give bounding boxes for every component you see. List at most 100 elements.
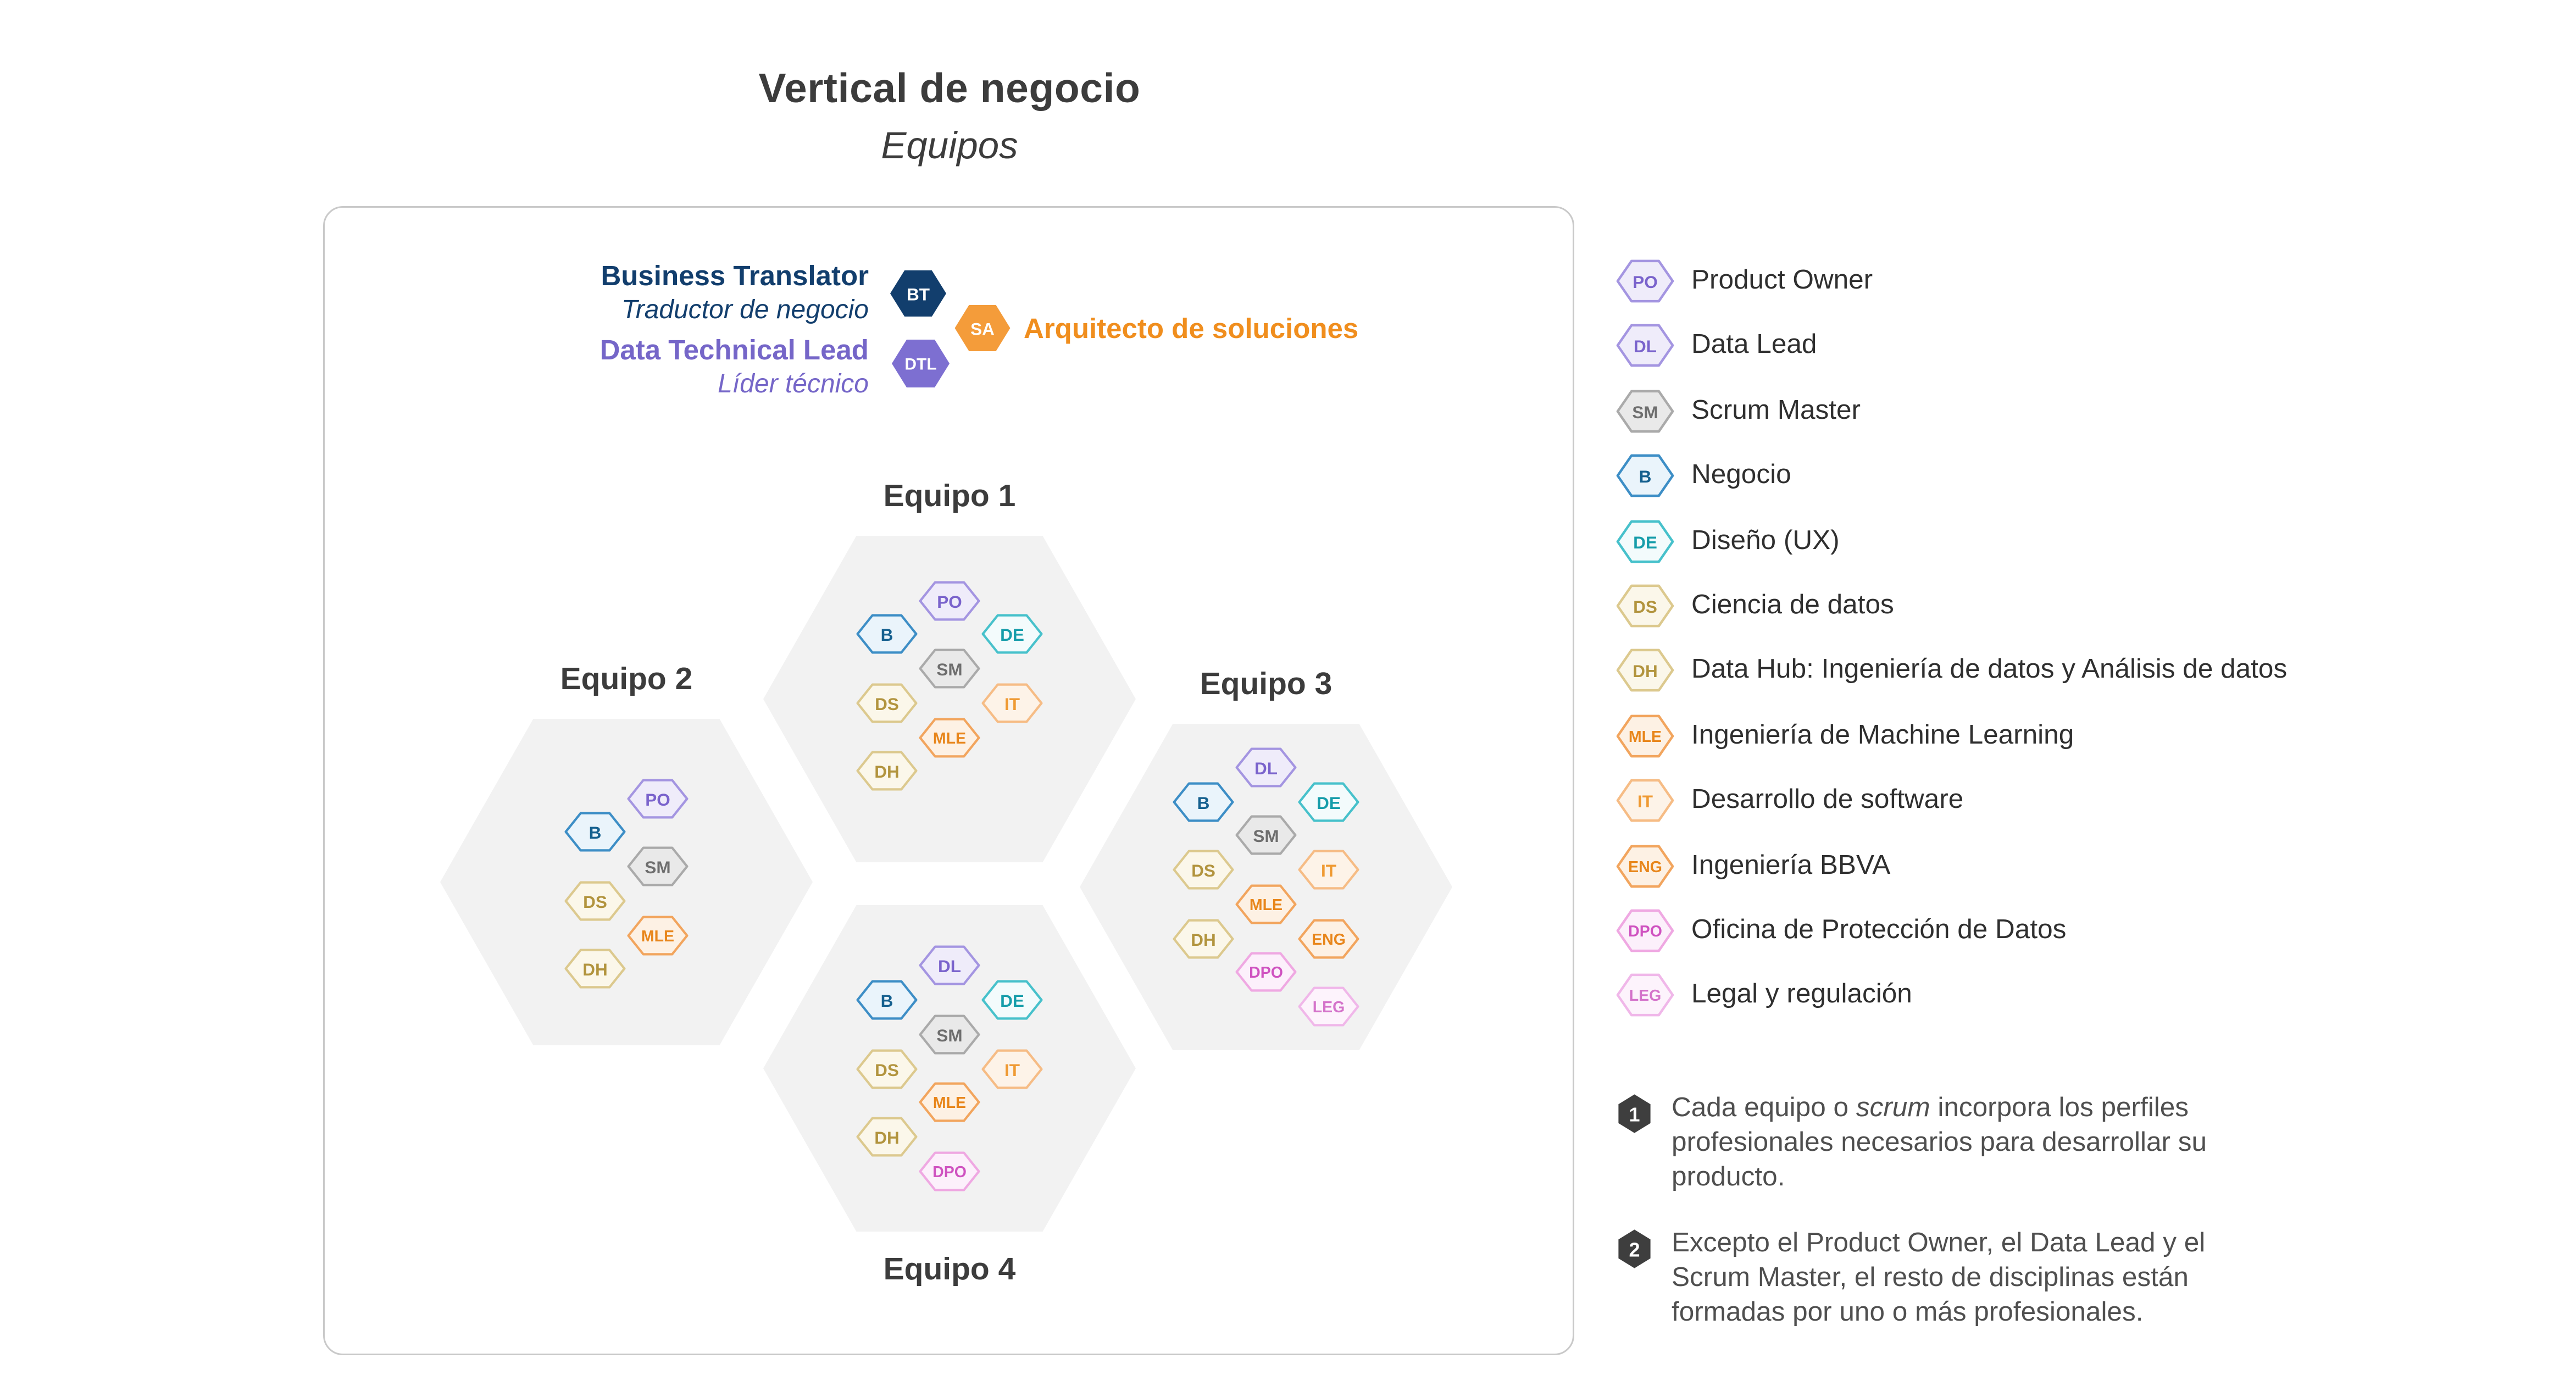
svg-text:DH: DH xyxy=(1633,662,1658,681)
legend-item-de: DE Diseño (UX) xyxy=(1615,519,2287,563)
legend-item-dh: DH Data Hub: Ingeniería de datos y Anális… xyxy=(1615,648,2287,693)
business-translator-block: Business Translator Traductor de negocio xyxy=(539,260,869,328)
role-badge-it: IT xyxy=(981,683,1043,723)
role-badge-it: IT xyxy=(1616,779,1674,822)
data-technical-lead-label: Data Technical Lead xyxy=(599,335,869,366)
note-text-1: Cada equipo o scrum incorpora los perfil… xyxy=(1672,1093,2207,1192)
team-label-1: Equipo 1 xyxy=(883,480,1016,514)
svg-text:SM: SM xyxy=(936,1025,962,1045)
svg-text:LEG: LEG xyxy=(1629,988,1662,1005)
data-technical-lead-block: Data Technical Lead Líder técnico xyxy=(539,335,869,402)
svg-text:B: B xyxy=(881,991,893,1011)
page-subtitle: Equipos xyxy=(881,124,1018,167)
role-badge-b: B xyxy=(1616,454,1674,497)
svg-text:B: B xyxy=(881,625,893,645)
svg-text:MLE: MLE xyxy=(933,1095,966,1112)
svg-text:MLE: MLE xyxy=(1629,728,1662,745)
svg-text:DE: DE xyxy=(1000,625,1024,645)
svg-text:ENG: ENG xyxy=(1312,930,1346,948)
legend-item-dl: DL Data Lead xyxy=(1615,324,2287,368)
role-badge-sm: SM xyxy=(627,846,689,886)
data-technical-lead-sublabel: Líder técnico xyxy=(718,372,869,400)
role-badge-mle: MLE xyxy=(919,717,980,757)
svg-text:DE: DE xyxy=(1633,532,1657,552)
note-number-badge: 2 xyxy=(1618,1229,1651,1268)
legend-label-eng: Ingeniería BBVA xyxy=(1691,850,1891,880)
team-label-2: Equipo 2 xyxy=(560,663,693,697)
svg-text:DPO: DPO xyxy=(1249,964,1283,982)
role-badge-mle: MLE xyxy=(919,1083,980,1123)
role-badge-dl: DL xyxy=(919,946,980,986)
role-badge-mle: MLE xyxy=(1235,884,1297,924)
svg-text:DH: DH xyxy=(874,762,900,782)
role-badge-dh: DH xyxy=(856,751,918,791)
role-badge-ds: DS xyxy=(1616,584,1674,628)
svg-text:DH: DH xyxy=(582,960,608,980)
role-badge-de: DE xyxy=(1298,781,1359,822)
svg-text:DTL: DTL xyxy=(904,356,936,374)
solution-architect-badge: SA xyxy=(950,302,1013,354)
business-translator-sublabel: Traductor de negocio xyxy=(621,297,869,326)
legend-label-dl: Data Lead xyxy=(1691,330,1817,361)
svg-text:DPO: DPO xyxy=(932,1163,967,1180)
svg-text:PO: PO xyxy=(937,591,962,611)
title-block: Vertical de negocio Equipos xyxy=(323,66,1576,168)
legend-label-leg: Legal y regulación xyxy=(1691,979,1912,1010)
role-badge-it: IT xyxy=(981,1049,1043,1088)
role-badge-dpo: DPO xyxy=(1616,909,1674,952)
role-badge-mle: MLE xyxy=(627,915,689,955)
role-badge-eng: ENG xyxy=(1298,918,1359,958)
legend-label-it: Desarrollo de software xyxy=(1691,785,1964,815)
svg-text:ENG: ENG xyxy=(1628,858,1662,875)
svg-text:DL: DL xyxy=(1634,337,1657,357)
svg-text:IT: IT xyxy=(1321,861,1336,880)
svg-text:IT: IT xyxy=(1637,791,1653,811)
svg-text:SM: SM xyxy=(1253,827,1279,846)
svg-text:LEG: LEG xyxy=(1313,999,1345,1016)
svg-text:SM: SM xyxy=(936,659,962,679)
role-badge-po: PO xyxy=(1616,259,1674,303)
business-translator-label: Business Translator xyxy=(601,260,869,292)
role-badge-ds: DS xyxy=(1173,850,1234,890)
role-badge-mle: MLE xyxy=(1616,714,1674,757)
role-badge-po: PO xyxy=(627,778,689,818)
legend-label-ds: Ciencia de datos xyxy=(1691,590,1894,620)
legend-label-de: Diseño (UX) xyxy=(1691,525,1840,555)
data-technical-lead-badge: DTL xyxy=(891,340,949,387)
svg-text:DL: DL xyxy=(938,957,961,977)
svg-text:2: 2 xyxy=(1629,1238,1640,1261)
svg-text:DH: DH xyxy=(1191,929,1216,949)
role-badge-sm: SM xyxy=(919,648,980,689)
legend-label-sm: Scrum Master xyxy=(1691,395,1861,425)
svg-text:SA: SA xyxy=(970,319,994,339)
svg-text:DL: DL xyxy=(1254,758,1278,778)
role-badge-de: DE xyxy=(981,980,1043,1020)
svg-text:DS: DS xyxy=(875,1060,899,1079)
legend-item-leg: LEG Legal y regulación xyxy=(1615,973,2287,1018)
legend-label-dh: Data Hub: Ingeniería de datos y Análisis… xyxy=(1691,655,2288,685)
role-badge-leg: LEG xyxy=(1616,974,1674,1017)
role-badge-sm: SM xyxy=(1616,389,1674,433)
role-badge-dh: DH xyxy=(1616,649,1674,692)
role-badge-b: B xyxy=(856,980,918,1020)
page-title: Vertical de negocio xyxy=(758,66,1141,112)
business-translator-badge: BT xyxy=(889,270,946,317)
svg-text:IT: IT xyxy=(1004,694,1020,714)
role-badge-po: PO xyxy=(919,580,980,620)
solution-architect-label: Arquitecto de soluciones xyxy=(1024,313,1359,345)
svg-text:BT: BT xyxy=(906,285,929,304)
role-badge-dh: DH xyxy=(856,1117,918,1157)
svg-text:DE: DE xyxy=(1317,792,1341,812)
legend-item-eng: ENG Ingeniería BBVA xyxy=(1615,844,2287,888)
svg-text:B: B xyxy=(1639,467,1652,487)
role-badge-ds: DS xyxy=(856,1049,918,1088)
svg-text:PO: PO xyxy=(645,789,670,809)
